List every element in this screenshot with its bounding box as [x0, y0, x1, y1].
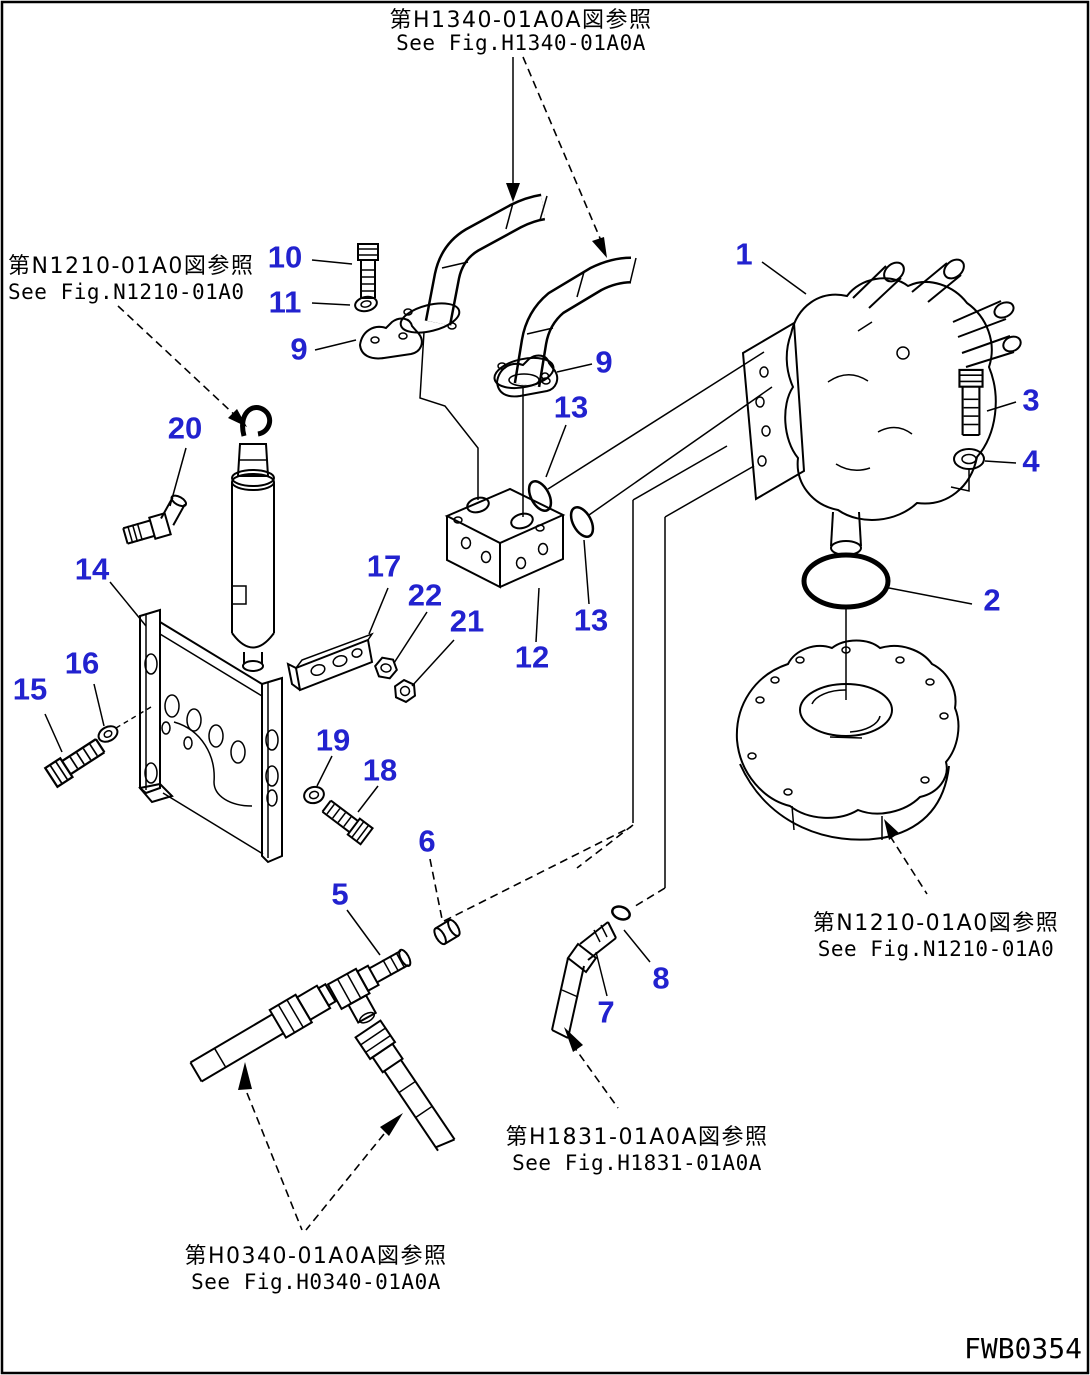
manifold-block-12 — [419, 331, 566, 589]
bolt-18 — [321, 799, 374, 846]
part-number-label: 4 — [1022, 444, 1040, 479]
part-number-label: 10 — [268, 240, 302, 275]
clamp-9-left — [358, 317, 423, 360]
swing-machinery-case — [735, 639, 960, 841]
fig-n1210-upper-left-en: See Fig.N1210-01A0 — [8, 280, 245, 304]
hose-left — [189, 982, 337, 1083]
bolt-15 — [43, 738, 106, 789]
part-number-label: 9 — [290, 332, 307, 367]
fig-n1210-lower-right-jp: 第N1210-01A0図参照 — [813, 911, 1059, 936]
part-number-label: 8 — [652, 961, 669, 996]
part-number-label: 16 — [65, 646, 99, 681]
bolt-10 — [357, 243, 379, 299]
clamp-9-right — [495, 354, 559, 398]
part-number-label: 3 — [1022, 383, 1039, 418]
tee-fitting-5 — [326, 948, 412, 1024]
arrow-icon — [380, 1113, 403, 1136]
part-number-label: 17 — [367, 549, 401, 584]
part-number-label: 14 — [75, 552, 110, 587]
fig-h1340-jp: 第H1340-01A0A図参照 — [389, 8, 652, 33]
elbow-fitting-7 — [551, 921, 617, 1039]
fig-h1831-jp: 第H1831-01A0A図参照 — [505, 1125, 768, 1150]
oring-13-upper — [527, 480, 553, 512]
part-number-label: 9 — [595, 345, 612, 380]
centerline — [115, 706, 152, 729]
arrow-icon — [506, 183, 520, 202]
pipe-flange-left — [399, 302, 461, 334]
assembly-axis-lines — [547, 351, 773, 516]
washer-4 — [950, 448, 985, 492]
part-number-label: 1 — [735, 237, 752, 272]
accumulator-cylinder — [231, 405, 275, 672]
nut-22 — [374, 656, 398, 680]
pipe-left — [424, 193, 548, 326]
hose-right — [354, 1019, 456, 1152]
oring-8 — [611, 905, 631, 921]
fig-n1210-lower-right-en: See Fig.N1210-01A0 — [818, 937, 1055, 961]
swing-motor-assembly — [741, 258, 1022, 556]
drawing-code: FWB0354 — [964, 1332, 1082, 1365]
part-number-label: 12 — [515, 640, 549, 675]
part-number-label: 15 — [13, 672, 47, 707]
elbow-fitting-20 — [122, 494, 188, 545]
bracket-14 — [138, 608, 283, 864]
part-number-label: 21 — [450, 604, 484, 639]
pipe-right — [513, 256, 637, 388]
part-number-label: 22 — [408, 578, 442, 613]
part-number-label: 13 — [574, 603, 608, 638]
part-number-label: 2 — [983, 583, 1000, 618]
part-number-label: 18 — [363, 753, 397, 788]
part-number-label: 20 — [168, 411, 202, 446]
washer-16 — [97, 725, 119, 743]
arrow-icon — [564, 1027, 583, 1052]
part-number-label: 5 — [331, 877, 348, 912]
part-number-label: 11 — [269, 285, 302, 320]
ferrule-6 — [433, 918, 461, 946]
motor-mount-flange — [741, 321, 806, 501]
fig-h0340-jp: 第H0340-01A0A図参照 — [184, 1244, 447, 1269]
arrow-icon — [592, 237, 607, 258]
fig-h1831-en: See Fig.H1831-01A0A — [512, 1151, 762, 1175]
fig-h0340-en: See Fig.H0340-01A0A — [191, 1270, 441, 1294]
part-leaders — [44, 259, 1017, 997]
reference-leaders — [117, 56, 928, 1231]
washer-11 — [354, 295, 378, 313]
nut-21 — [393, 678, 417, 704]
part-number-label: 19 — [316, 723, 350, 758]
frame-outline — [443, 445, 755, 922]
fig-h1340-en: See Fig.H1340-01A0A — [396, 31, 646, 55]
part-number-label: 7 — [597, 995, 614, 1030]
part-number-label: 13 — [554, 390, 588, 425]
oring-13-lower — [569, 506, 595, 538]
arrow-icon — [238, 1062, 252, 1090]
plate-17 — [286, 632, 374, 692]
fig-n1210-upper-left-jp: 第N1210-01A0図参照 — [8, 254, 254, 279]
bolt-3 — [958, 368, 984, 437]
part-number-label: 6 — [418, 824, 435, 859]
oring-2 — [801, 552, 891, 700]
lifting-hook — [240, 405, 273, 437]
washer-19 — [303, 785, 325, 805]
